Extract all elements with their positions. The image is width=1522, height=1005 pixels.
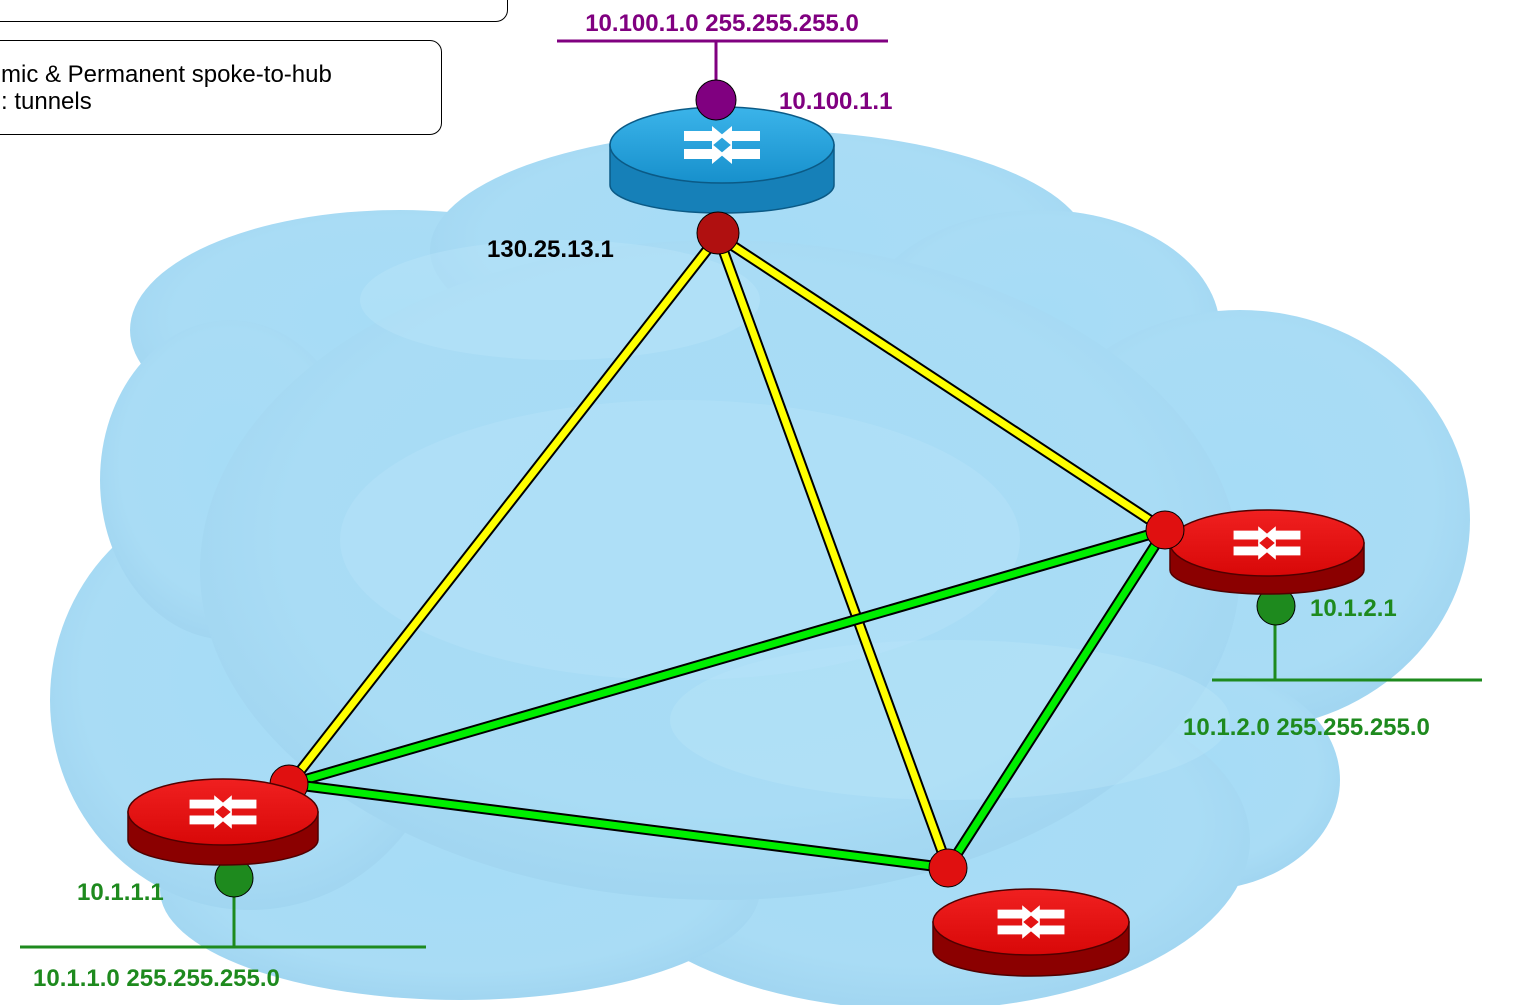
- spoke2-router: [1145, 509, 1482, 682]
- tunnel-hub-spoke3: [712, 234, 954, 870]
- legend-box-2: mic & Permanent spoke-to-hub : tunnels: [0, 40, 442, 135]
- spoke2-wan-interface: [1145, 510, 1185, 550]
- legend-text-2: mic & Permanent spoke-to-hub : tunnels: [1, 61, 332, 115]
- hub-lan-network-label: 10.100.1.0 255.255.255.0: [585, 10, 859, 37]
- hub-lan-ip-label: 10.100.1.1: [779, 88, 892, 115]
- hub-lan-interface: [695, 79, 737, 121]
- tunnel-spoke2-spoke3: [943, 527, 1170, 871]
- hub-wan-interface: [696, 211, 740, 255]
- tunnel-hub-spoke2: [714, 231, 1169, 535]
- tunnel-spoke1-spoke2: [288, 524, 1167, 790]
- spoke2-lan-ip-label: 10.1.2.1: [1310, 595, 1397, 622]
- hub-router: [609, 106, 835, 214]
- legend-box-1: unnels: [0, 0, 508, 22]
- legend-text-1: unnels: [1, 0, 72, 1]
- hub-wan-ip-label: 130.25.13.1: [487, 236, 614, 263]
- spoke3-router: [928, 848, 1130, 977]
- spoke1-lan-ip-label: 10.1.1.1: [77, 879, 164, 906]
- spoke2-lan-network-label: 10.1.2.0 255.255.255.0: [1183, 714, 1430, 741]
- spoke1-lan-network-label: 10.1.1.0 255.255.255.0: [33, 965, 280, 992]
- tunnel-hub-spoke1: [285, 232, 723, 788]
- spoke3-wan-interface: [928, 848, 968, 888]
- tunnel-spoke1-spoke3: [289, 778, 949, 874]
- spoke1-router: [20, 764, 426, 949]
